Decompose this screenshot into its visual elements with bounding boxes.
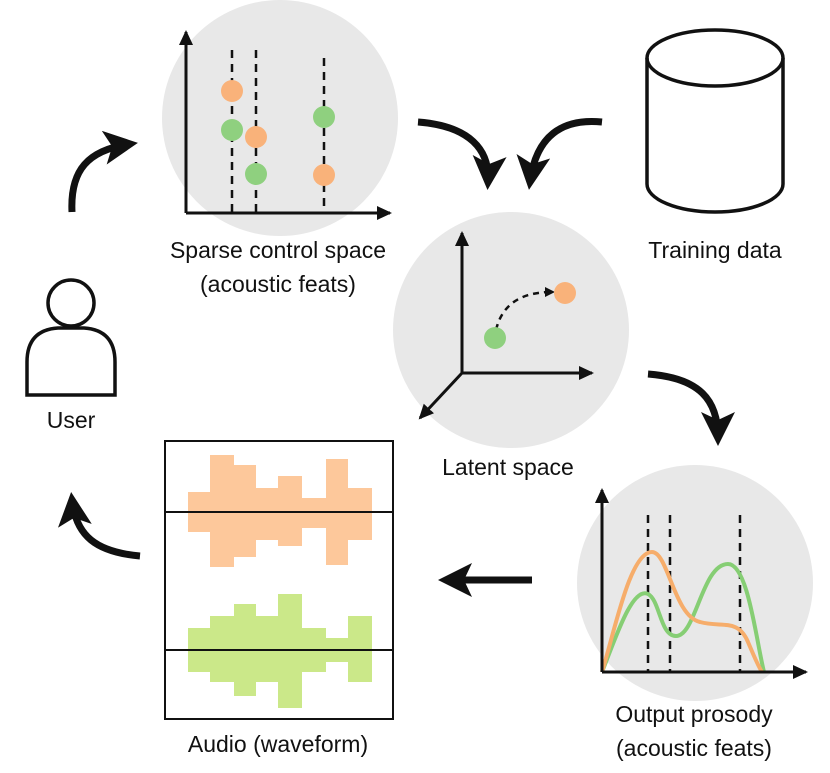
latent-space-panel: Latent space (393, 212, 629, 480)
output-curve-orange (600, 549, 764, 674)
user-icon (25, 278, 117, 397)
curved-arrow-icon (68, 130, 138, 213)
sparse-control-space-panel: Sparse control space (acoustic feats) (162, 0, 398, 297)
sparse-point-orange (221, 80, 243, 102)
latent-point-orange (554, 282, 576, 304)
curved-arrow-icon (57, 492, 141, 560)
sparse-point-orange (245, 126, 267, 148)
sparse-point-green (245, 163, 267, 185)
training-data-label: Training data (648, 237, 782, 263)
latent-dashed-trajectory (494, 287, 555, 331)
sparse-label-line1: Sparse control space (170, 237, 386, 263)
sparse-background-circle (162, 0, 398, 236)
database-cylinder-icon (645, 28, 785, 214)
output-label-line2: (acoustic feats) (616, 735, 772, 761)
flow-arrows (57, 117, 735, 597)
output-background-circle (577, 465, 813, 701)
sparse-label-line2: (acoustic feats) (200, 271, 356, 297)
latent-space-label: Latent space (442, 454, 574, 480)
audio-label: Audio (waveform) (188, 731, 368, 757)
sparse-point-green (221, 119, 243, 141)
latent-z-axis (418, 371, 464, 420)
sparse-point-green (313, 106, 335, 128)
audio-panel: Audio (waveform) (164, 440, 394, 757)
output-label-line1: Output prosody (615, 701, 773, 727)
output-prosody-panel: Output prosody (acoustic feats) (577, 465, 813, 761)
training-data-panel: Training data (645, 28, 785, 263)
output-curve-green (600, 561, 766, 673)
latent-point-green (484, 327, 506, 349)
latent-background-circle (393, 212, 629, 448)
curved-arrow-icon (417, 118, 507, 190)
curved-arrow-icon (516, 117, 603, 190)
curved-arrow-icon (647, 370, 735, 446)
user-label: User (47, 407, 96, 433)
user-panel: User (25, 278, 117, 433)
sparse-point-orange (313, 164, 335, 186)
